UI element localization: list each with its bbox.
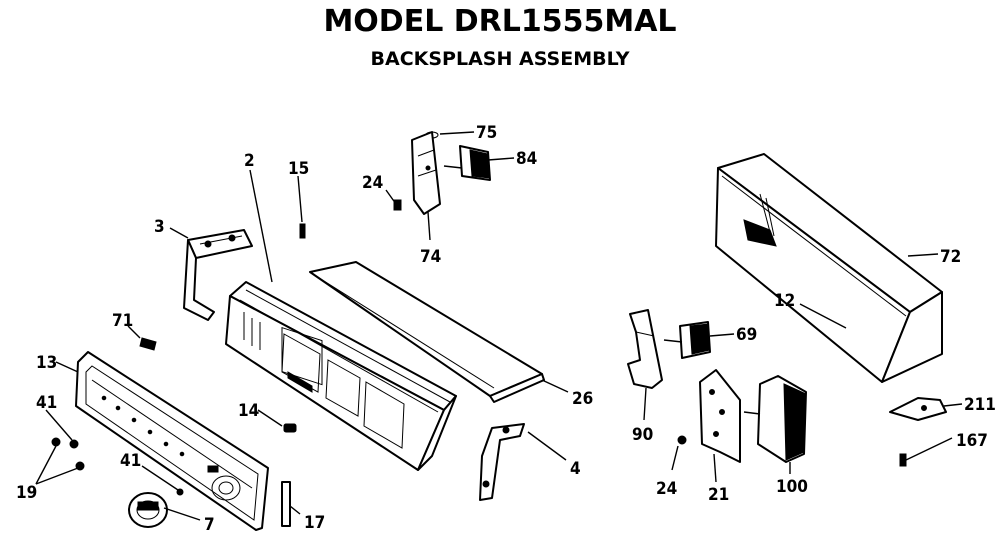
callout-41-right: 41	[120, 451, 141, 471]
part-90-bracket	[627, 309, 663, 389]
part-2-backsplash-housing	[225, 281, 457, 471]
part-7-knob	[128, 492, 168, 528]
callout-90: 90	[632, 425, 653, 445]
callout-12: 12	[774, 291, 795, 311]
diagram-subtitle: BACKSPLASH ASSEMBLY	[370, 48, 630, 70]
callout-14: 14	[238, 401, 259, 421]
callout-3: 3	[154, 217, 165, 237]
callout-167: 167	[956, 431, 988, 451]
callout-labels: 2 3 4 7 12 13 14 15 17 19 21 24 24 26 41…	[16, 123, 996, 535]
callout-69: 69	[736, 325, 757, 345]
part-100-timer	[743, 375, 807, 463]
part-3-bracket	[183, 229, 253, 321]
callout-24-bottom: 24	[656, 479, 677, 499]
callout-41-left: 41	[36, 393, 57, 413]
callout-19: 19	[16, 483, 37, 503]
callout-2: 2	[244, 151, 255, 171]
part-211-hinge	[889, 397, 947, 421]
callout-100: 100	[776, 477, 808, 497]
callout-84: 84	[516, 149, 537, 169]
part-4-bracket	[479, 423, 525, 501]
part-13-control-panel	[75, 351, 269, 531]
callout-26: 26	[572, 389, 593, 409]
callout-71: 71	[112, 311, 133, 331]
callout-72: 72	[940, 247, 961, 267]
part-26-top-cover	[309, 261, 545, 403]
callout-21: 21	[708, 485, 729, 505]
part-21-bracket	[699, 369, 741, 463]
callout-75: 75	[476, 123, 497, 143]
callout-15: 15	[288, 159, 309, 179]
callout-74: 74	[420, 247, 441, 267]
callout-13: 13	[36, 353, 57, 373]
diagram-title: MODEL DRL1555MAL	[323, 4, 677, 39]
part-72-rear-panel	[715, 153, 943, 383]
part-84-switch	[443, 145, 491, 181]
callout-17: 17	[304, 513, 325, 533]
leader-lines	[35, 131, 963, 521]
part-69-switch	[663, 321, 711, 359]
part-74-bracket	[411, 131, 441, 215]
callout-7: 7	[204, 515, 215, 535]
callout-24-top: 24	[362, 173, 383, 193]
callout-4: 4	[570, 459, 581, 479]
callout-211: 211	[964, 395, 996, 415]
